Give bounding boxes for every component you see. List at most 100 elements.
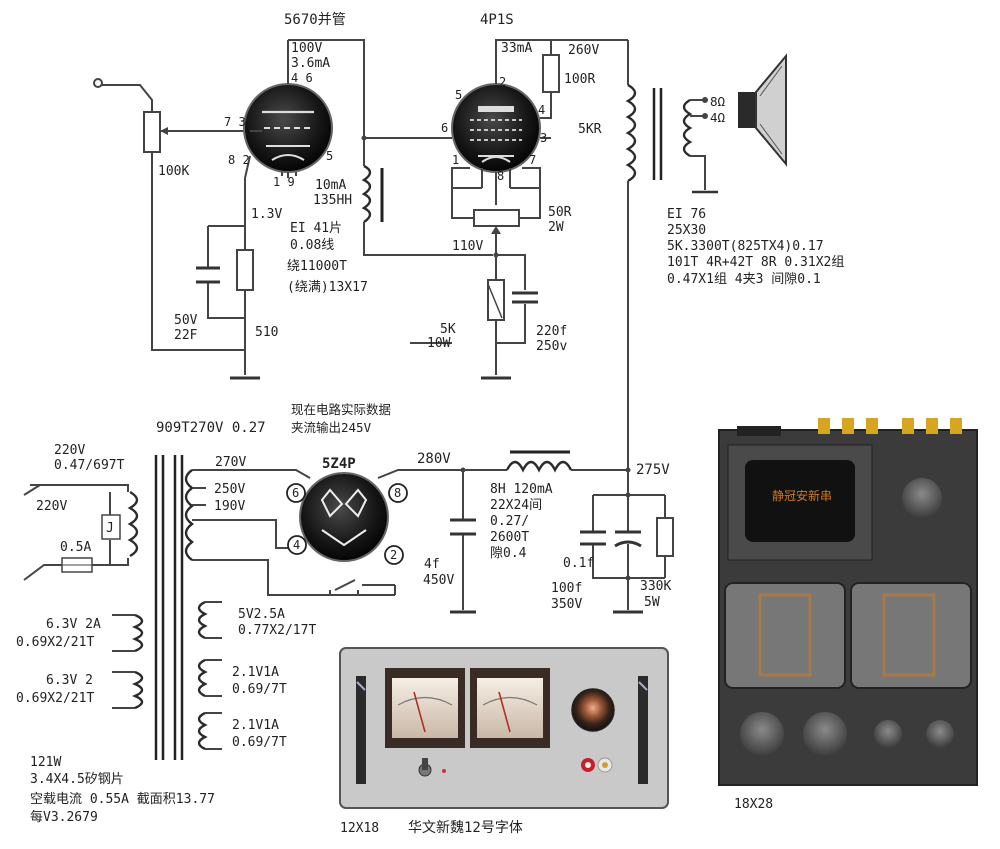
svg-text:4Ω: 4Ω [710, 110, 726, 125]
svg-text:静冠安新串: 静冠安新串 [772, 488, 832, 503]
svg-text:33mA: 33mA [501, 41, 532, 56]
svg-text:25X30: 25X30 [667, 223, 706, 238]
svg-text:450V: 450V [423, 573, 454, 588]
driver-cathode: 50V 22F 510 [174, 225, 278, 380]
svg-text:100R: 100R [564, 72, 595, 87]
svg-text:1 9: 1 9 [273, 175, 295, 189]
svg-text:0.5A: 0.5A [60, 540, 91, 555]
toggle-switch-icon [418, 758, 446, 777]
svg-text:10W: 10W [427, 336, 451, 351]
svg-text:8H 120mA: 8H 120mA [490, 482, 553, 497]
svg-text:110V: 110V [452, 239, 483, 254]
svg-text:现在电路实际数据: 现在电路实际数据 [291, 402, 391, 417]
svg-text:100V: 100V [291, 41, 322, 56]
rectifier-tube-icon [299, 472, 389, 562]
driver-title: 5670并管 [284, 12, 346, 28]
chassis-top: 静冠安新串 18X28 [718, 418, 978, 812]
svg-text:8 2: 8 2 [228, 153, 250, 167]
svg-text:0.27/: 0.27/ [490, 514, 529, 529]
svg-text:华文新魏12号字体: 华文新魏12号字体 [408, 820, 523, 836]
svg-text:2: 2 [499, 75, 506, 89]
svg-text:275V: 275V [636, 462, 670, 478]
svg-text:5K.3300T(825TX4)0.17: 5K.3300T(825TX4)0.17 [667, 239, 824, 254]
svg-text:190V: 190V [214, 499, 245, 514]
svg-text:6: 6 [292, 486, 299, 500]
svg-text:0.47/697T: 0.47/697T [54, 458, 125, 473]
filter-choke: 275V 8H 120mA 22X24间 0.27/ 2600T 隙0.4 0.… [490, 450, 674, 614]
svg-text:12X18: 12X18 [340, 821, 379, 836]
binding-posts [818, 418, 962, 434]
svg-text:50V: 50V [174, 313, 198, 328]
svg-text:8Ω: 8Ω [710, 94, 726, 109]
rectifier: 6 8 4 2 5Z4P 280V 4f 450V [286, 451, 507, 614]
svg-text:280V: 280V [417, 451, 451, 467]
volume-knob-icon [571, 688, 615, 732]
svg-text:6.3V 2: 6.3V 2 [46, 673, 93, 688]
power-transformer: 909T270V 0.27 220V 0.47/697T 220V 0.5A J… [16, 420, 395, 825]
svg-text:100f: 100f [551, 581, 582, 596]
svg-text:10mA: 10mA [315, 178, 346, 193]
svg-text:250V: 250V [214, 482, 245, 497]
svg-text:隙0.4: 隙0.4 [490, 546, 527, 561]
svg-text:2: 2 [390, 548, 397, 562]
svg-text:5: 5 [326, 149, 333, 163]
plate-choke: 10mA 135HH EI 41片 0.08线 绕11000T (绕满)13X1… [287, 135, 493, 295]
svg-text:EI 41片: EI 41片 [290, 221, 342, 236]
svg-text:4: 4 [293, 538, 300, 552]
svg-text:2.1V1A: 2.1V1A [232, 718, 279, 733]
svg-text:8: 8 [497, 169, 504, 183]
vu-meter-icon [470, 668, 550, 748]
svg-text:135HH: 135HH [313, 193, 352, 208]
svg-text:350V: 350V [551, 597, 582, 612]
svg-text:6.3V 2A: 6.3V 2A [46, 617, 101, 632]
tube-icon [451, 83, 541, 173]
svg-text:1.3V: 1.3V [251, 207, 282, 222]
svg-text:909T270V 0.27: 909T270V 0.27 [156, 420, 266, 436]
svg-text:0.1f: 0.1f [563, 556, 594, 571]
svg-text:6: 6 [441, 121, 448, 135]
vu-meter-icon [385, 668, 465, 748]
svg-text:4: 4 [538, 103, 545, 117]
svg-text:101T 4R+42T 8R 0.31X2组: 101T 4R+42T 8R 0.31X2组 [667, 255, 844, 270]
svg-text:270V: 270V [215, 455, 246, 470]
svg-text:5Z4P: 5Z4P [322, 456, 356, 472]
svg-text:2600T: 2600T [490, 530, 529, 545]
svg-text:18X28: 18X28 [734, 797, 773, 812]
svg-text:0.69X2/21T: 0.69X2/21T [16, 691, 94, 706]
speaker-icon [738, 53, 787, 167]
svg-text:220V: 220V [54, 443, 85, 458]
svg-text:2.1V1A: 2.1V1A [232, 665, 279, 680]
svg-text:0.77X2/17T: 0.77X2/17T [238, 623, 316, 638]
svg-text:5V2.5A: 5V2.5A [238, 607, 285, 622]
svg-text:7: 7 [529, 153, 536, 167]
svg-text:3.4X4.5矽钢片: 3.4X4.5矽钢片 [30, 772, 124, 787]
note: 现在电路实际数据 夹流输出245V [291, 402, 391, 435]
driver-tube: 5670并管 100V 3.6mA 4 6 7 3 8 2 5 1 9 1.3V [224, 12, 365, 350]
svg-text:0.69/7T: 0.69/7T [232, 735, 287, 750]
svg-text:5W: 5W [644, 595, 660, 610]
transformer-icon [154, 455, 184, 760]
svg-text:4f: 4f [424, 557, 440, 572]
front-panel: 12X18 华文新魏12号字体 [339, 647, 669, 836]
svg-text:22X24间: 22X24间 [490, 498, 542, 513]
svg-text:0.69/7T: 0.69/7T [232, 682, 287, 697]
output-transformer: 8Ω 4Ω EI 76 25X30 5K.3300T(825TX4)0.17 1… [625, 40, 844, 470]
svg-text:8: 8 [394, 486, 401, 500]
volume-pot [143, 111, 161, 153]
svg-text:1: 1 [452, 153, 459, 167]
svg-text:220f: 220f [536, 324, 567, 339]
svg-text:5: 5 [455, 88, 462, 102]
svg-text:50R: 50R [548, 205, 572, 220]
svg-text:0.08线: 0.08线 [290, 238, 334, 253]
svg-text:EI 76: EI 76 [667, 207, 706, 222]
output-title: 4P1S [480, 12, 514, 28]
lamp [101, 514, 121, 540]
svg-text:7 3: 7 3 [224, 115, 246, 129]
pot-value: 100K [158, 164, 189, 179]
svg-text:510: 510 [255, 325, 278, 340]
svg-text:220V: 220V [36, 499, 67, 514]
svg-text:3.6mA: 3.6mA [291, 56, 330, 71]
svg-text:330K: 330K [640, 579, 671, 594]
svg-text:空载电流 0.55A 截面积13.77: 空载电流 0.55A 截面积13.77 [30, 792, 215, 807]
